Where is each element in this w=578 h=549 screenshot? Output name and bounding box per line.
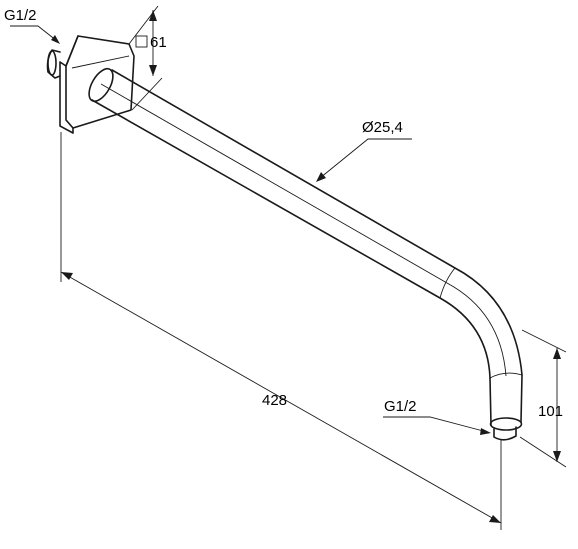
dim-drop-height: 101 [519, 329, 567, 468]
pipe-center-highlight [100, 83, 507, 377]
bend-end-seam [489, 372, 523, 379]
dim-pipe-diameter: Ø25,4 [316, 119, 412, 182]
flange-face [65, 35, 135, 129]
flange-inner-edge [71, 55, 130, 69]
length-label: 428 [262, 392, 287, 409]
pipe-top-edge [111, 69, 523, 376]
outlet-thread-stub [493, 426, 517, 441]
wall-flange [46, 35, 135, 134]
inlet-thread-label: G1/2 [4, 7, 37, 24]
outlet-thread-label: G1/2 [384, 398, 417, 415]
inlet-nipple-end [47, 50, 57, 76]
outlet-right-edge [520, 374, 523, 423]
pipe-bottom-edge [91, 99, 491, 379]
flange-front-edge [65, 35, 79, 67]
pipe-diameter-label: Ø25,4 [362, 119, 403, 136]
pipe-end-collar [88, 67, 114, 103]
shower-arm [88, 67, 523, 441]
outlet-ring [489, 417, 523, 431]
flange-side [59, 61, 74, 134]
drop-height-label: 101 [538, 403, 563, 420]
flange-size-label: 61 [150, 34, 167, 51]
square-outline-icon [135, 35, 148, 48]
outlet-left-edge [489, 377, 492, 426]
bend-seam [439, 267, 456, 299]
dim-outlet-thread: G1/2 [383, 398, 491, 435]
dim-flange-size: 61 [128, 5, 167, 111]
dim-length: 428 [60, 132, 502, 530]
dim-inlet-thread: G1/2 [4, 7, 60, 44]
